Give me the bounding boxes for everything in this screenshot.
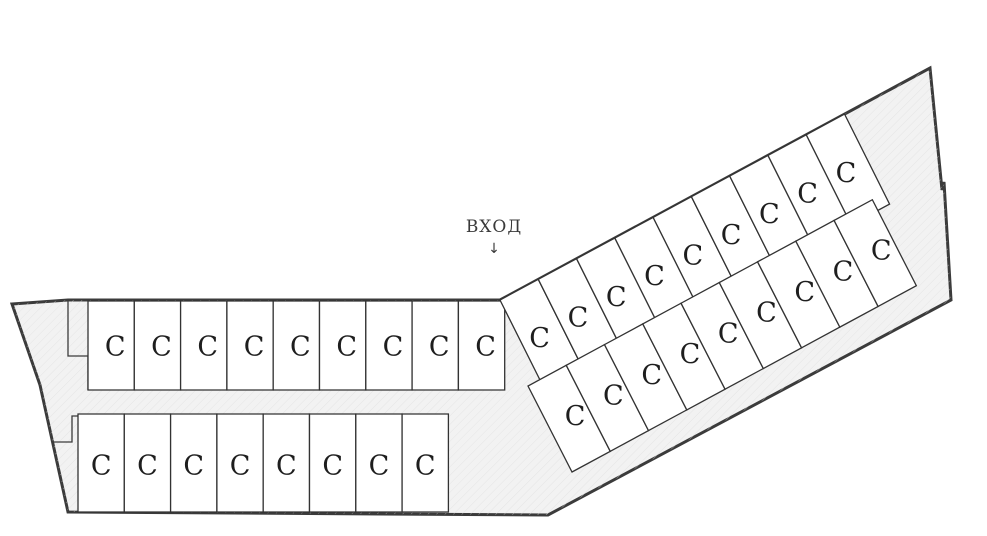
stall-label: С — [91, 451, 112, 482]
stall-label: С — [797, 179, 818, 210]
stall-label: С — [230, 451, 251, 482]
stall-label: С — [644, 261, 665, 292]
stall-label: С — [603, 380, 624, 411]
wall-notch-bottom — [52, 415, 80, 443]
stall-label: С — [565, 401, 586, 432]
stall-label: С — [756, 298, 777, 329]
stall-label: С — [183, 451, 204, 482]
stall-label: С — [568, 303, 589, 334]
parking-stall-upper-right-25[interactable] — [805, 113, 891, 226]
stall-label: С — [244, 332, 265, 363]
stall-label: С — [682, 241, 703, 272]
parking-stall-lower-right-34[interactable] — [833, 198, 918, 308]
parking-stall-bottom-left-7[interactable] — [401, 413, 450, 513]
stall-label: С — [336, 332, 357, 363]
stall-label: С — [276, 451, 297, 482]
stall-label: С — [680, 339, 701, 370]
stall-label: С — [641, 360, 662, 391]
stall-label: С — [322, 451, 343, 482]
stall-label: С — [151, 332, 172, 363]
stall-label: С — [429, 332, 450, 363]
stall-label: С — [721, 220, 742, 251]
entrance-arrow-icon: ↓ — [488, 241, 500, 257]
stall-label: С — [718, 318, 739, 349]
stall-label: С — [290, 332, 311, 363]
entrance-label: ВХОД — [466, 217, 522, 237]
stall-label: С — [871, 236, 892, 267]
stall-label: С — [369, 451, 390, 482]
parking-stall-upper-left-16[interactable] — [457, 300, 506, 391]
stall-label: С — [137, 451, 158, 482]
stall-label: С — [197, 332, 218, 363]
stall-label: С — [475, 332, 496, 363]
floor-hatch — [12, 68, 951, 515]
stall-label: С — [833, 256, 854, 287]
stall-label: С — [836, 158, 857, 189]
stall-label: С — [759, 199, 780, 230]
stall-label: С — [606, 282, 627, 313]
stall-label: С — [383, 332, 404, 363]
stall-label: С — [529, 323, 550, 354]
stall-label: С — [415, 451, 436, 482]
stall-label: С — [105, 332, 126, 363]
stall-label: С — [794, 277, 815, 308]
